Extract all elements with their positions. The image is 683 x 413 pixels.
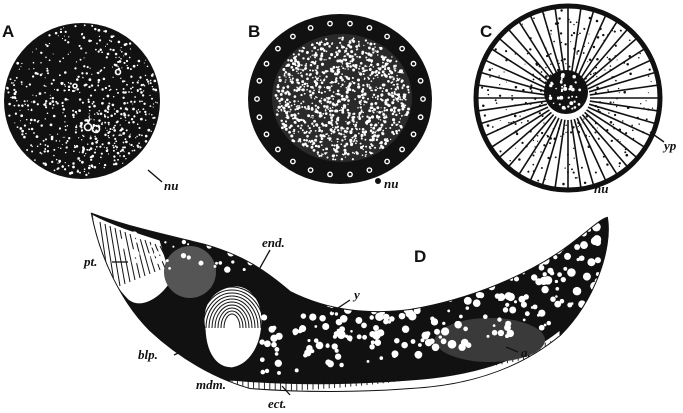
embryo-body xyxy=(92,214,608,391)
panel-c xyxy=(476,6,664,190)
label-d-mdm: mdm. xyxy=(196,377,226,392)
label-d-pt: pt. xyxy=(83,254,97,269)
egg-c-center xyxy=(544,70,588,114)
label-d-ect: ect. xyxy=(268,396,286,411)
label-d-a: a. xyxy=(521,345,531,360)
panel-letter-c: C xyxy=(480,22,492,41)
panel-letter-d: D xyxy=(414,247,426,266)
egg-a-nu-pointer xyxy=(148,170,162,182)
label-d-end: end. xyxy=(262,235,285,250)
embryo-endoderm-patch xyxy=(164,246,216,298)
label-d-blp: blp. xyxy=(138,347,158,362)
label-c-nu: nu xyxy=(594,181,608,196)
panel-b xyxy=(248,14,432,184)
panel-d xyxy=(92,214,608,395)
label-b-nu: nu xyxy=(384,176,398,191)
panel-a xyxy=(4,23,162,182)
egg-b-nucleus-dot xyxy=(375,178,381,184)
label-c-yp: yp xyxy=(662,138,677,153)
panel-letter-a: A xyxy=(2,22,14,41)
label-a-nu: nu xyxy=(164,178,178,193)
panel-letter-b: B xyxy=(248,22,260,41)
label-d-y: y xyxy=(352,287,360,302)
